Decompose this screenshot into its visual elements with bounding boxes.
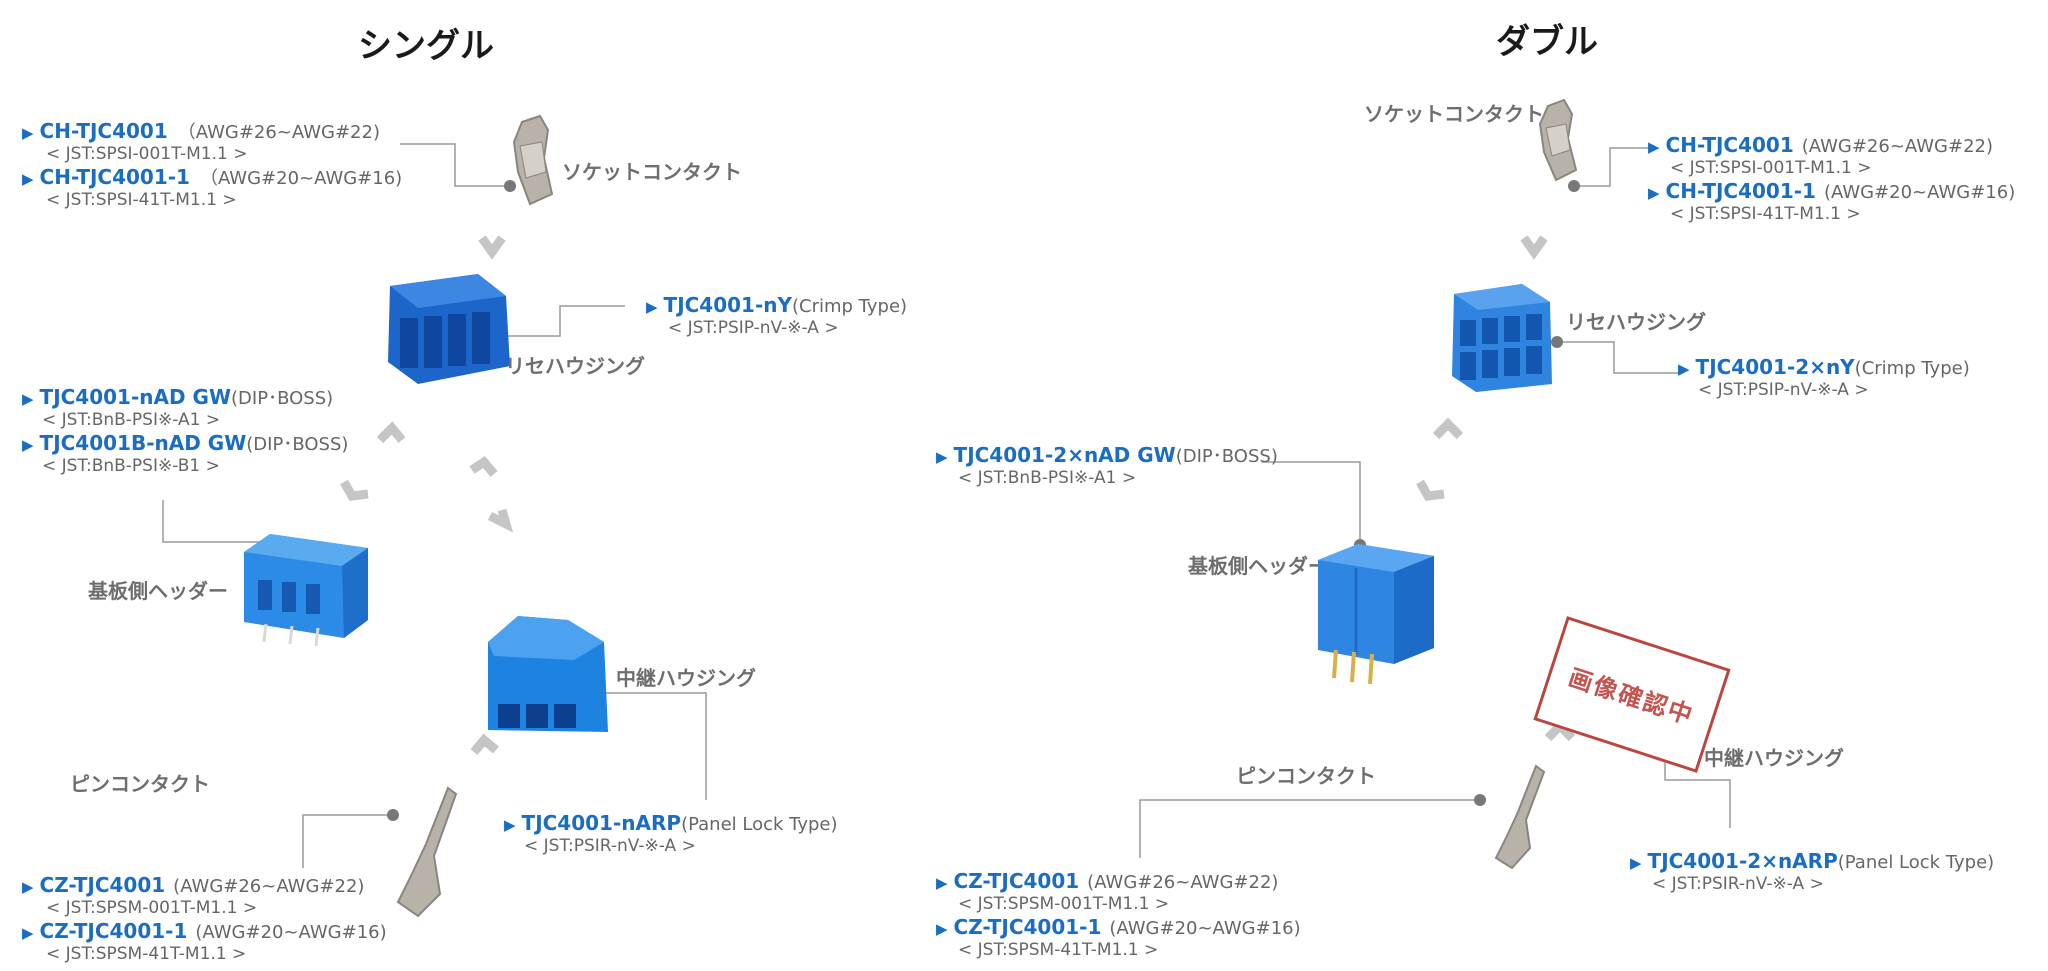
double-header-part[interactable]: ▶TJC4001-2×nAD GW(DIP･BOSS) (936, 443, 1278, 467)
single-label-socket-contact: ソケットコンタクト (562, 160, 742, 184)
double-label-relay-housing: 中継ハウジング (1704, 746, 1844, 770)
triangle-bullet-icon: ▶ (936, 920, 948, 938)
triangle-bullet-icon: ▶ (936, 448, 948, 466)
triangle-bullet-icon: ▶ (1648, 138, 1660, 156)
single-header-part-1[interactable]: ▶TJC4001-nAD GW(DIP･BOSS) (22, 385, 334, 409)
single-pin-jst-1: < JST:SPSM-001T-M1.1 > (46, 898, 258, 918)
single-header-jst-2: < JST:BnB-PSI※-B1 > (42, 456, 220, 476)
single-receptacle-housing-image (388, 274, 510, 384)
triangle-bullet-icon: ▶ (22, 124, 34, 142)
triangle-bullet-icon: ▶ (22, 170, 34, 188)
double-label-board-header: 基板側ヘッダー (1188, 554, 1328, 578)
double-housing-jst: < JST:PSIP-nV-※-A > (1698, 380, 1869, 400)
triangle-bullet-icon: ▶ (22, 924, 34, 942)
title-single: シングル (358, 26, 494, 66)
single-relay-part[interactable]: ▶TJC4001-nARP(Panel Lock Type) (504, 811, 838, 835)
double-pin-jst-1: < JST:SPSM-001T-M1.1 > (958, 894, 1170, 914)
double-header-jst: < JST:BnB-PSI※-A1 > (958, 468, 1137, 488)
double-relay-part[interactable]: ▶TJC4001-2×nARP(Panel Lock Type) (1630, 849, 1995, 873)
double-pin-part-1[interactable]: ▶CZ-TJC4001(AWG#26~AWG#22) (936, 869, 1279, 893)
double-pin-part-2[interactable]: ▶CZ-TJC4001-1(AWG#20~AWG#16) (936, 915, 1301, 939)
single-socket-jst-2: < JST:SPSI-41T-M1.1 > (46, 190, 237, 210)
single-housing-part[interactable]: ▶TJC4001-nY(Crimp Type) (646, 293, 908, 317)
triangle-bullet-icon: ▶ (22, 436, 34, 454)
single-board-header-image (244, 534, 368, 647)
double-label-pin-contact: ピンコンタクト (1236, 764, 1376, 788)
single-label-receptacle-housing: リセハウジング (505, 354, 645, 378)
single-socket-part-2[interactable]: ▶CH-TJC4001-1（AWG#20~AWG#16) (22, 165, 403, 189)
single-header-jst-1: < JST:BnB-PSI※-A1 > (42, 410, 221, 430)
single-pin-contact-image (396, 786, 458, 918)
double-socket-contact-image (1538, 98, 1578, 182)
double-socket-part-2[interactable]: ▶CH-TJC4001-1(AWG#20~AWG#16) (1648, 179, 2016, 203)
triangle-bullet-icon: ▶ (504, 816, 516, 834)
triangle-bullet-icon: ▶ (1648, 184, 1660, 202)
double-housing-part[interactable]: ▶TJC4001-2×nY(Crimp Type) (1678, 355, 1970, 379)
double-socket-part-1[interactable]: ▶CH-TJC4001(AWG#26~AWG#22) (1648, 133, 1993, 157)
double-board-header-image (1318, 544, 1434, 685)
single-pin-part-2[interactable]: ▶CZ-TJC4001-1(AWG#20~AWG#16) (22, 919, 387, 943)
single-label-board-header: 基板側ヘッダー (88, 579, 228, 603)
double-relay-jst: < JST:PSIR-nV-※-A > (1652, 874, 1824, 894)
triangle-bullet-icon: ▶ (1630, 854, 1642, 872)
single-pin-part-1[interactable]: ▶CZ-TJC4001(AWG#26~AWG#22) (22, 873, 365, 897)
double-socket-jst-2: < JST:SPSI-41T-M1.1 > (1670, 204, 1861, 224)
single-header-part-2[interactable]: ▶TJC4001B-nAD GW(DIP･BOSS) (22, 431, 349, 455)
double-socket-jst-1: < JST:SPSI-001T-M1.1 > (1670, 158, 1872, 178)
triangle-bullet-icon: ▶ (22, 878, 34, 896)
triangle-bullet-icon: ▶ (646, 298, 658, 316)
triangle-bullet-icon: ▶ (22, 390, 34, 408)
single-socket-jst-1: < JST:SPSI-001T-M1.1 > (46, 144, 248, 164)
single-housing-jst: < JST:PSIP-nV-※-A > (668, 318, 839, 338)
triangle-bullet-icon: ▶ (936, 874, 948, 892)
single-label-pin-contact: ピンコンタクト (70, 772, 210, 796)
triangle-bullet-icon: ▶ (1678, 360, 1690, 378)
single-pin-jst-2: < JST:SPSM-41T-M1.1 > (46, 944, 247, 964)
title-double: ダブル (1496, 22, 1598, 62)
double-pin-jst-2: < JST:SPSM-41T-M1.1 > (958, 940, 1159, 960)
single-label-relay-housing: 中継ハウジング (616, 666, 756, 690)
double-receptacle-housing-image (1452, 284, 1552, 392)
double-label-socket-contact: ソケットコンタクト (1364, 102, 1544, 126)
double-label-receptacle-housing: リセハウジング (1566, 310, 1706, 334)
socket-contact-image (512, 114, 554, 206)
double-pin-contact-image (1494, 764, 1546, 870)
single-relay-housing-image (488, 616, 608, 732)
single-socket-part-1[interactable]: ▶CH-TJC4001（AWG#26~AWG#22) (22, 119, 380, 143)
single-relay-jst: < JST:PSIR-nV-※-A > (524, 836, 696, 856)
